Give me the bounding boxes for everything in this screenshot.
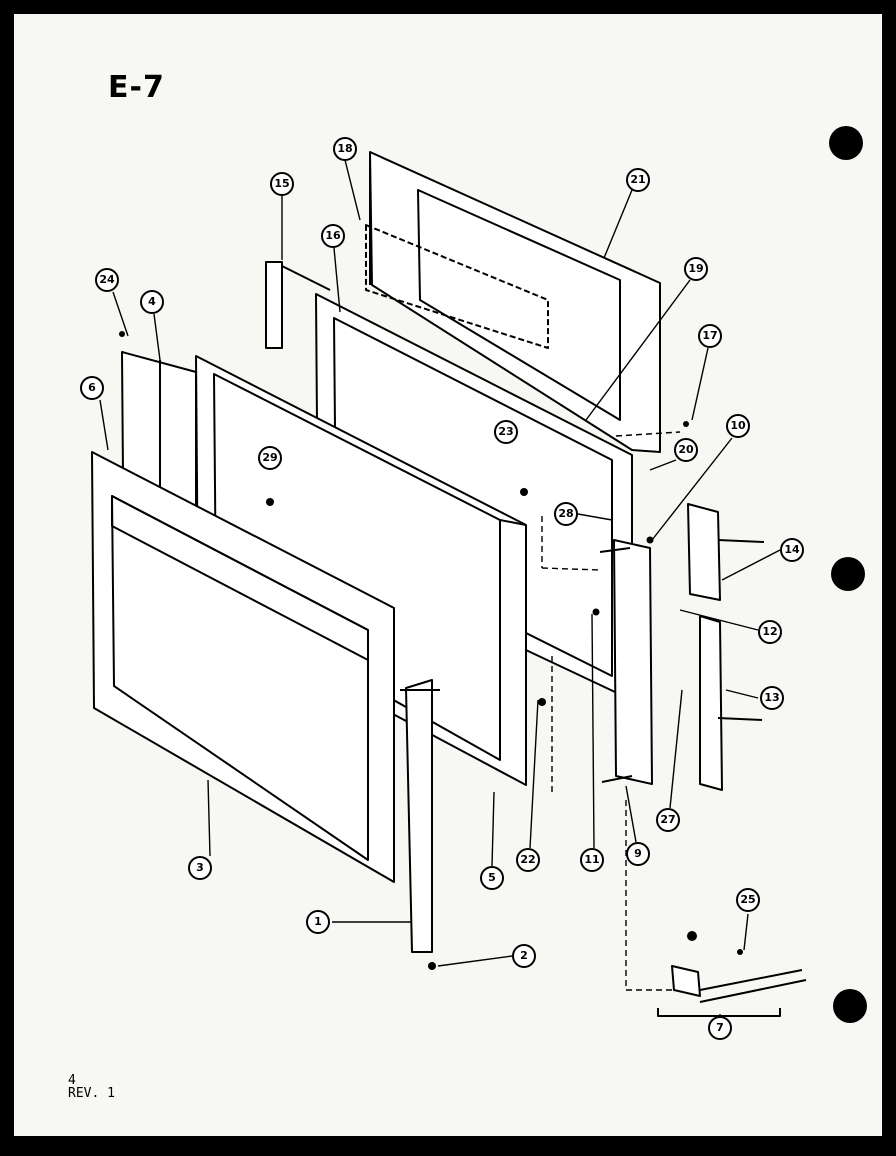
- revision-label: REV. 1: [68, 1086, 115, 1101]
- hardware-screws: [119, 331, 743, 970]
- callout-23: 23: [494, 420, 518, 444]
- binder-hole-middle: [831, 557, 865, 591]
- callout-18: 18: [333, 137, 357, 161]
- callout-21: 21: [626, 168, 650, 192]
- callout-2: 2: [512, 944, 536, 968]
- callout-29: 29: [258, 446, 282, 470]
- page-title: E-7: [108, 70, 165, 105]
- callout-1: 1: [306, 910, 330, 934]
- callout-12: 12: [758, 620, 782, 644]
- part-13-switch-bracket: [699, 615, 763, 791]
- callout-15: 15: [270, 172, 294, 196]
- part-15-clip: [265, 261, 331, 349]
- callout-3: 3: [188, 856, 212, 880]
- assembly-guide-lines: [541, 431, 681, 991]
- callout-5: 5: [480, 866, 504, 890]
- binder-hole-bottom: [833, 989, 867, 1023]
- callout-14: 14: [780, 538, 804, 562]
- callout-16: 16: [321, 224, 345, 248]
- callout-20: 20: [674, 438, 698, 462]
- callout-17: 17: [698, 324, 722, 348]
- part-21-outer-cover: [369, 151, 661, 453]
- callout-19: 19: [684, 257, 708, 281]
- callout-4: 4: [140, 290, 164, 314]
- callout-11: 11: [580, 848, 604, 872]
- callout-10: 10: [726, 414, 750, 438]
- callout-13: 13: [760, 686, 784, 710]
- callout-leader-lines: [99, 159, 781, 1020]
- part-9-latch-bracket: [599, 539, 653, 785]
- callout-6: 6: [80, 376, 104, 400]
- part-3-front-panel: [91, 451, 395, 883]
- callout-25: 25: [736, 888, 760, 912]
- callout-27: 27: [656, 808, 680, 832]
- callout-24: 24: [95, 268, 119, 292]
- revision-note: 4 REV. 1: [68, 1074, 115, 1100]
- callout-7: 7: [708, 1016, 732, 1040]
- callout-28: 28: [554, 502, 578, 526]
- binder-hole-top: [829, 126, 863, 160]
- part-18-glass: [365, 224, 549, 349]
- page-number: 4: [68, 1073, 76, 1088]
- part-14-switch-bracket: [687, 503, 765, 601]
- part-7-spring-assembly: [657, 965, 807, 1017]
- callout-9: 9: [626, 842, 650, 866]
- callout-22: 22: [516, 848, 540, 872]
- part-1-handle: [400, 679, 440, 953]
